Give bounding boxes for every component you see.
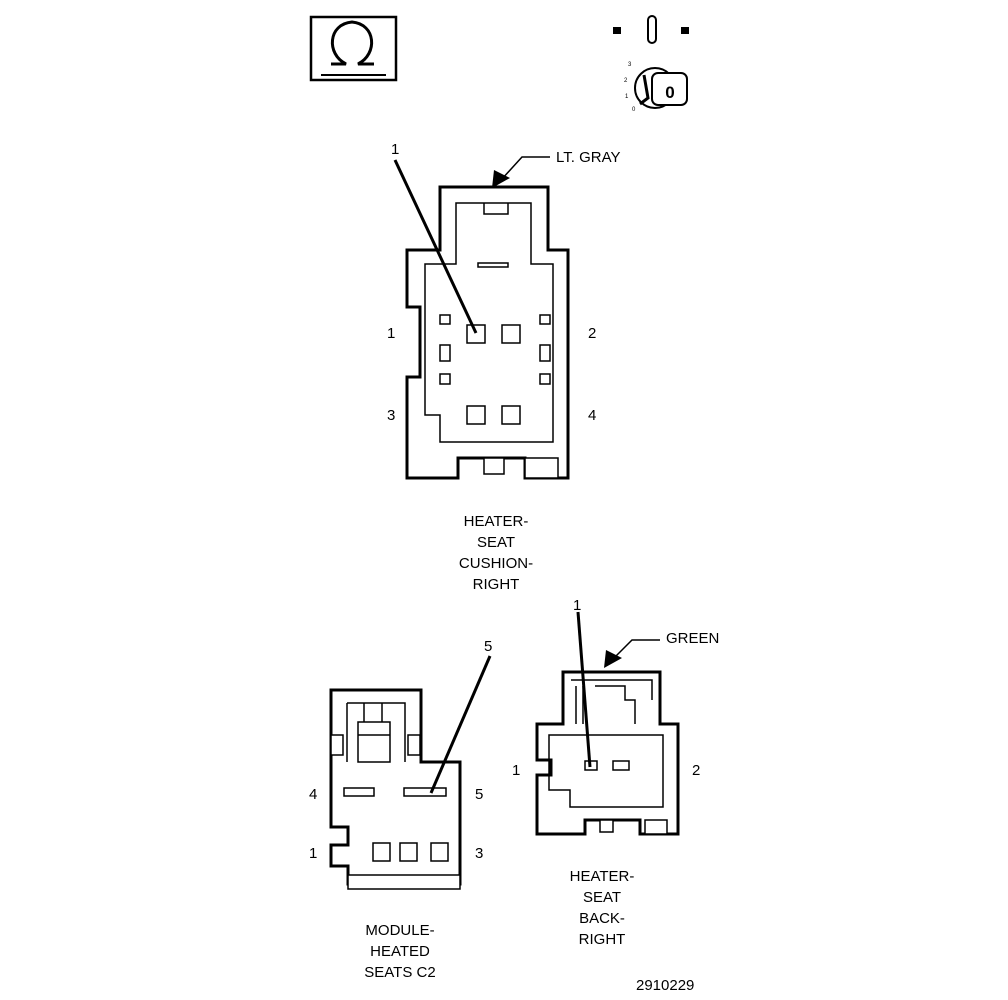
svg-text:SEAT: SEAT [477,534,515,551]
svg-text:HEATER-: HEATER- [464,513,529,530]
ignition-position-2: 2 [624,78,628,84]
svg-text:MODULE-: MODULE- [365,922,434,939]
svg-text:SEATS C2: SEATS C2 [364,964,435,981]
svg-text:BACK-: BACK- [579,910,625,927]
connector-title-cushion-right: HEATER- SEAT CUSHION- RIGHT [459,513,533,593]
ignition-text: 0 [665,83,674,102]
pin-label-4: 4 [309,786,317,803]
ignition-switch-icon: 0 3 2 1 0 [613,15,689,113]
pin-label-1: 1 [387,325,395,342]
svg-text:SEAT: SEAT [583,889,621,906]
figure-number: 2910229 [636,977,694,994]
color-label-lt-gray: LT. GRAY [556,149,620,166]
connector-back-right [535,611,680,836]
svg-text:RIGHT: RIGHT [473,576,520,593]
ignition-position-1: 1 [625,94,629,100]
cavity-4 [501,405,521,425]
connector-cushion-right [393,156,570,480]
pin-callout-5: 5 [484,638,492,655]
pin-callout-1: 1 [573,597,581,614]
cavity-1 [466,324,486,344]
pin-label-3: 3 [475,845,483,862]
pin-label-5: 5 [475,786,483,803]
ignition-position-0: 0 [632,107,636,113]
ignition-position-3: 3 [628,62,632,68]
pin-label-2: 2 [588,325,596,342]
svg-text:HEATED: HEATED [370,943,430,960]
cavity-5 [403,787,447,797]
pin-callout-1: 1 [391,141,399,158]
connector-title-back-right: HEATER- SEAT BACK- RIGHT [570,868,635,948]
svg-text:RIGHT: RIGHT [579,931,626,948]
cavity-3 [466,405,486,425]
pin-label-1: 1 [512,762,520,779]
svg-text:HEATER-: HEATER- [570,868,635,885]
svg-text:CUSHION-: CUSHION- [459,555,533,572]
pin-label-4: 4 [588,407,596,424]
pin-label-3: 3 [387,407,395,424]
cavity-2 [501,324,521,344]
connector-module-c2 [329,655,492,890]
omega-icon [309,15,398,82]
color-label-green: GREEN [666,630,719,647]
pin-label-1: 1 [309,845,317,862]
connector-title-module-c2: MODULE- HEATED SEATS C2 [364,922,435,981]
pin-label-2: 2 [692,762,700,779]
